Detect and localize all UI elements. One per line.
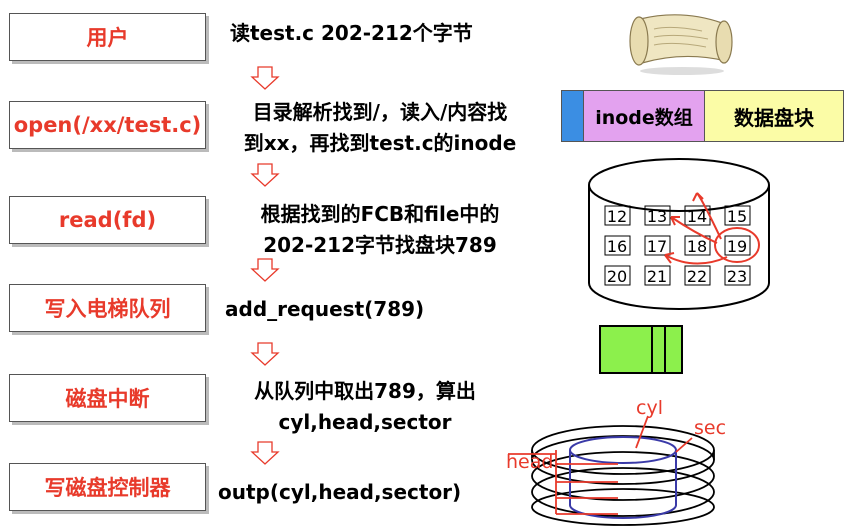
disk-block: 21 xyxy=(647,267,667,286)
step-description: outp(cyl,head,sector) xyxy=(218,477,558,508)
inode-array-label: inode数组 xyxy=(595,106,693,129)
data-blocks-label: 数据盘块 xyxy=(734,105,814,130)
step-box-read: read(fd) xyxy=(9,196,206,244)
disk-block: 19 xyxy=(727,237,747,256)
step-description: 读test.c 202-212个字节 xyxy=(230,18,570,49)
head-connector xyxy=(508,415,693,515)
disk-platters: cyl sec head xyxy=(506,397,726,526)
boot-block xyxy=(562,91,584,141)
desc-line: outp(cyl,head,sector) xyxy=(218,480,462,504)
cylinder xyxy=(569,436,677,519)
disk-layout-bar: inode数组 数据盘块 xyxy=(561,90,844,142)
desc-line: 202-212字节找盘块789 xyxy=(263,233,497,257)
block-traversal-arrows xyxy=(664,192,760,265)
step-description: 从队列中取出789，算出 cyl,head,sector xyxy=(200,376,530,438)
disk-block: 17 xyxy=(647,237,667,256)
data-blocks-segment: 数据盘块 xyxy=(705,91,843,141)
head-label: head xyxy=(506,451,553,473)
step-label: 用户 xyxy=(86,26,129,50)
desc-line: 读test.c 202-212个字节 xyxy=(230,21,473,45)
desc-line: cyl,head,sector xyxy=(278,410,452,434)
down-arrow-icon xyxy=(250,66,280,90)
desc-line: 目录解析找到/，读入/内容找 xyxy=(252,100,508,124)
disk-block: 16 xyxy=(607,237,627,256)
step-box-user: 用户 xyxy=(9,13,206,61)
disk-block: 23 xyxy=(727,267,747,286)
step-description: 根据找到的FCB和file中的 202-212字节找盘块789 xyxy=(210,199,550,261)
disk-block: 20 xyxy=(607,267,627,286)
step-description: add_request(789) xyxy=(225,294,565,325)
down-arrow-icon xyxy=(250,342,280,366)
step-box-queue: 写入电梯队列 xyxy=(9,284,206,332)
disk-block: 22 xyxy=(687,267,707,286)
down-arrow-icon xyxy=(250,163,280,187)
cyl-label: cyl xyxy=(636,397,663,419)
disk-cylinder: 12 13 14 15 16 17 18 19 20 21 22 23 xyxy=(588,158,770,310)
scroll-icon xyxy=(629,14,733,75)
step-description: 目录解析找到/，读入/内容找 到xx，再找到test.c的inode xyxy=(210,97,550,159)
desc-line: 到xx，再找到test.c的inode xyxy=(243,131,517,155)
inode-array-segment: inode数组 xyxy=(584,91,705,141)
disk-block: 15 xyxy=(727,207,747,226)
step-label: 磁盘中断 xyxy=(65,387,150,411)
step-label: open(/xx/test.c) xyxy=(13,113,202,137)
disk-block-grid: 12 13 14 15 16 17 18 19 20 21 22 23 xyxy=(604,205,751,286)
platter-stack xyxy=(531,425,715,526)
desc-line: 根据找到的FCB和file中的 xyxy=(260,202,500,226)
step-box-interrupt: 磁盘中断 xyxy=(9,374,206,422)
disk-block: 13 xyxy=(647,207,667,226)
disk-block: 14 xyxy=(687,207,707,226)
desc-line: 从队列中取出789，算出 xyxy=(254,379,476,403)
elevator-queue xyxy=(599,325,683,374)
step-label: 写入电梯队列 xyxy=(44,297,171,321)
desc-line: add_request(789) xyxy=(225,297,425,321)
step-box-open: open(/xx/test.c) xyxy=(9,101,206,149)
step-label: 写磁盘控制器 xyxy=(44,476,171,500)
sec-label: sec xyxy=(694,417,726,439)
down-arrow-icon xyxy=(250,258,280,282)
disk-block: 12 xyxy=(607,207,627,226)
down-arrow-icon xyxy=(250,441,280,465)
step-label: read(fd) xyxy=(58,208,157,232)
step-box-controller: 写磁盘控制器 xyxy=(9,463,206,511)
disk-block: 18 xyxy=(687,237,707,256)
